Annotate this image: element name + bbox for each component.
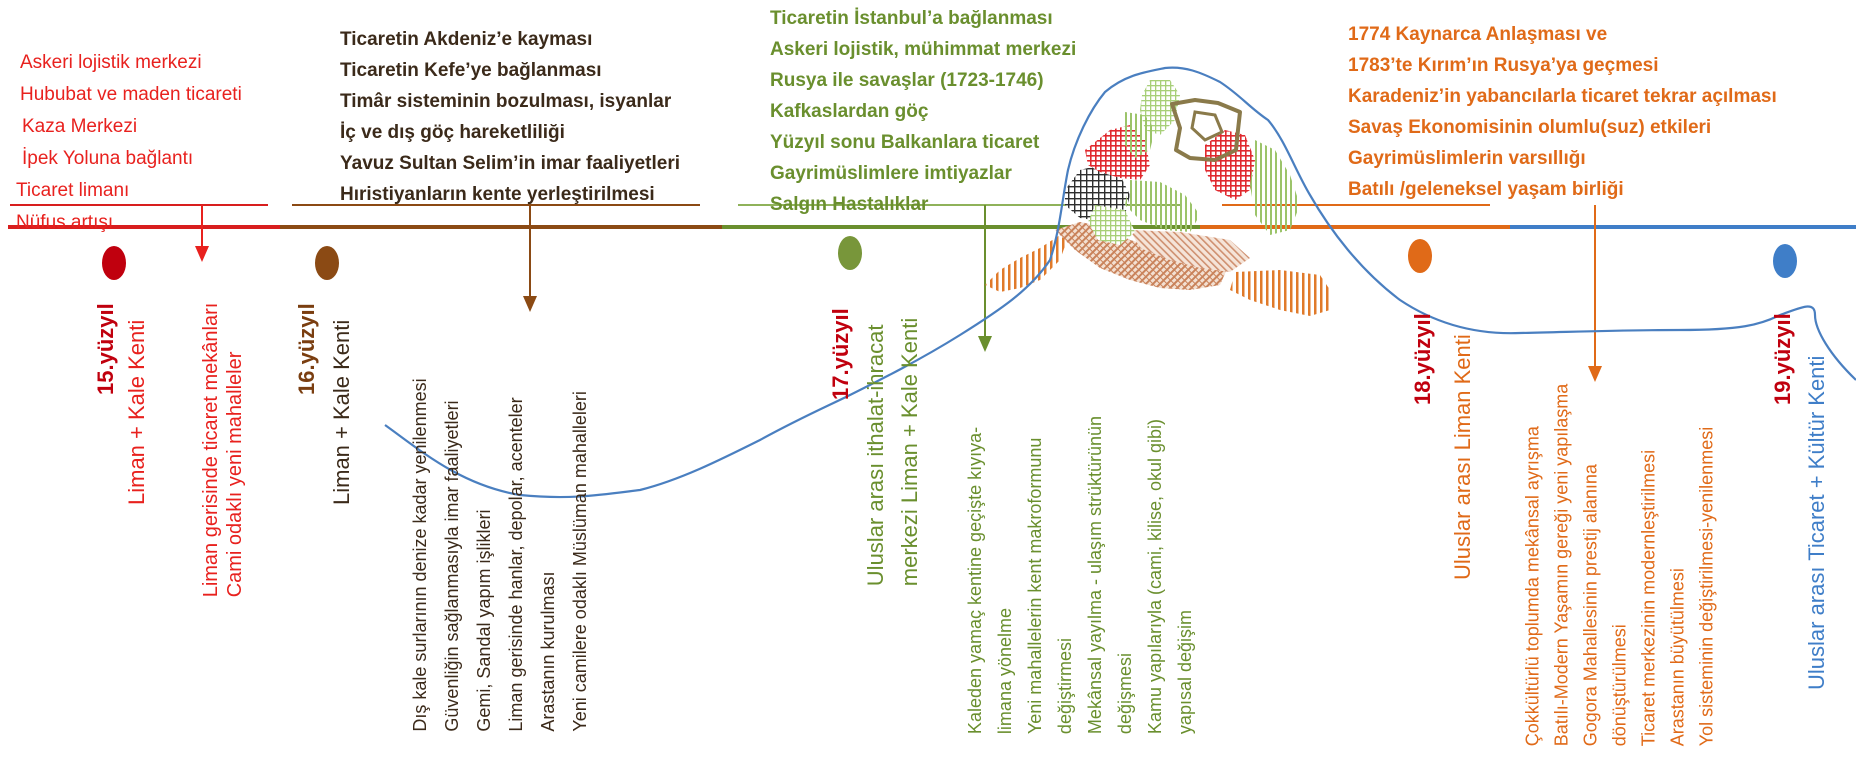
note: Batılı-Modern Yaşamın gereği yeni yapıla… — [1551, 383, 1572, 747]
city-type-line: Uluslar arası ithalat-ihracat — [863, 324, 888, 587]
city-type-18: Uluslar arası Liman Kenti — [1450, 334, 1475, 580]
century-label-15: 15.yüzyıl — [93, 303, 118, 395]
note: Cami odaklı yeni mahalleler — [224, 351, 246, 598]
note: Kamu yapılarıyla (cami, kilise, okul gib… — [1145, 418, 1165, 735]
period-15-bottom-notes: Liman gerisinde ticaret mekânları Cami o… — [199, 303, 247, 598]
note: İpek Yoluna bağlantı — [22, 148, 194, 169]
note: Hububat ve maden ticareti — [20, 84, 242, 105]
note: Gayrimüslimlere imtiyazlar — [770, 163, 1012, 184]
note: Askeri lojistik, mühimmat merkezi — [770, 39, 1077, 60]
note: Askeri lojistik merkezi — [20, 52, 202, 73]
milestone-19[interactable] — [1773, 244, 1797, 278]
city-type-16: Liman + Kale Kenti — [329, 319, 354, 505]
milestone-17[interactable] — [838, 236, 862, 270]
city-type-line: merkezi Liman + Kale Kenti — [897, 317, 922, 587]
note: 1783’te Kırım’ın Rusya’ya geçmesi — [1348, 55, 1659, 76]
note: Mekânsal yayılma - ulaşım strüktürünün — [1085, 415, 1105, 735]
note: Gayrimüslimlerin varsıllığı — [1348, 148, 1586, 169]
note: Çokkültürlü toplumda mekânsal ayrışma — [1522, 426, 1543, 747]
note: Liman gerisinde ticaret mekânları — [200, 302, 222, 598]
century-label-18: 18.yüzyıl — [1410, 313, 1435, 405]
milestone-18[interactable] — [1408, 239, 1432, 273]
arrow-16 — [523, 205, 537, 312]
note: Rusya ile savaşlar (1723-1746) — [770, 70, 1044, 91]
note: değişmesi — [1115, 653, 1135, 735]
note: 1774 Kaynarca Anlaşması ve — [1348, 24, 1608, 45]
note: Gemi, Sandal yapım işlikleri — [474, 509, 494, 732]
note: Yavuz Sultan Selim’in imar faaliyetleri — [340, 153, 681, 174]
note: Ticaret merkezinin modernleştirilmesi — [1638, 449, 1659, 747]
note: Liman gerisinde hanlar, depolar, acentel… — [506, 397, 526, 732]
note: yapısal değişim — [1175, 610, 1195, 735]
milestone-15[interactable] — [102, 246, 126, 280]
city-map-illustration — [985, 80, 1330, 316]
note: Karadeniz’in yabancılarla ticaret tekrar… — [1348, 86, 1777, 107]
period-16-bottom-notes: Dış kale surlarının denize kadar yenilen… — [404, 378, 596, 731]
note: değiştirmesi — [1055, 638, 1075, 735]
note: Ticaretin Kefe’ye bağlanması — [340, 60, 602, 81]
century-label-17: 17.yüzyıl — [828, 308, 853, 400]
note: Dış kale surlarının denize kadar yenilen… — [410, 378, 430, 732]
note: limana yönelme — [995, 608, 1015, 735]
century-label-16: 16.yüzyıl — [294, 303, 319, 395]
note: Kafkaslardan göç — [770, 101, 929, 122]
note: Yeni mahallelerin kent makroformunu — [1025, 437, 1045, 735]
note: Yol sisteminin değiştirilmesi-yenilenmes… — [1696, 426, 1717, 747]
note: Savaş Ekonomisinin olumlu(suz) etkileri — [1348, 117, 1712, 138]
note: Gogora Mahallesinin prestij alanına — [1580, 464, 1601, 747]
note: Kaleden yamaç kentine geçişte kıyıya- — [965, 426, 985, 735]
city-type-15: Liman + Kale Kenti — [124, 319, 149, 505]
note: Ticaretin İstanbul’a bağlanması — [770, 8, 1053, 29]
milestone-16[interactable] — [315, 246, 339, 280]
note: Arastanın büyütülmesi — [1667, 568, 1688, 747]
arrow-17 — [978, 205, 992, 352]
note: Batılı /geleneksel yaşam birliği — [1348, 179, 1624, 200]
note: Ticaretin Akdeniz’e kayması — [340, 29, 593, 50]
city-type-17: Uluslar arası ithalat-ihracat merkezi Li… — [859, 318, 927, 586]
note: dönüştürülmesi — [1609, 624, 1630, 747]
note: Arastanın kurulması — [538, 571, 558, 732]
note: Ticaret limanı — [16, 180, 130, 201]
note: İç ve dış göç hareketliliği — [340, 122, 565, 143]
city-growth-curve — [384, 66, 1856, 499]
period-18-bottom-notes: Çokkültürlü toplumda mekânsal ayrışma Ba… — [1519, 384, 1722, 747]
note: Yeni camilere odaklı Müslüman mahalleler… — [570, 391, 590, 732]
city-type-19: Uluslar arası Ticaret + Kültür Kenti — [1804, 355, 1829, 690]
note: Güvenliğin sağlanmasıyla imar faaliyetle… — [442, 400, 462, 732]
arrow-18 — [1588, 205, 1602, 382]
note: Kaza Merkezi — [22, 116, 138, 137]
note: Nüfus artışı — [16, 212, 114, 233]
note: Timâr sisteminin bozulması, isyanlar — [340, 91, 672, 112]
note: Yüzyıl sonu Balkanlara ticaret — [770, 132, 1040, 153]
arrow-15 — [195, 205, 209, 262]
note: Hıristiyanların kente yerleştirilmesi — [340, 184, 655, 205]
period-17-bottom-notes: Kaleden yamaç kentine geçişte kıyıya- li… — [960, 416, 1200, 734]
century-label-19: 19.yüzyıl — [1770, 313, 1795, 405]
note: Salgın Hastalıklar — [770, 194, 929, 215]
